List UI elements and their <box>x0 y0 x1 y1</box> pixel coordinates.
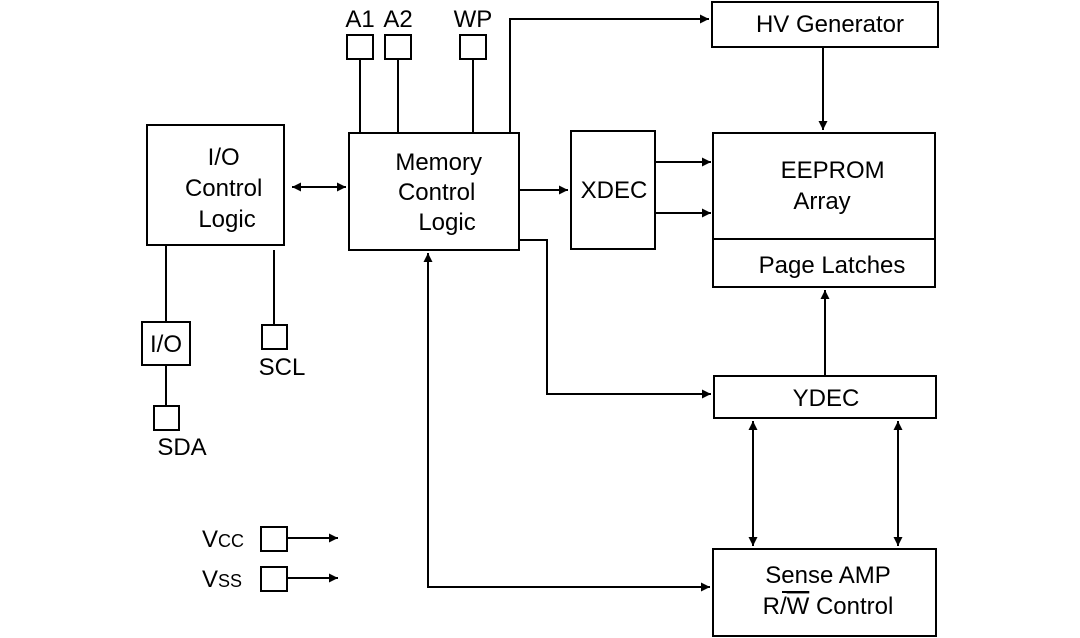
sense-amp-block: Sense AMP R/W Control <box>712 548 937 637</box>
eeprom-array-block: EEPROM Array Page Latches <box>712 132 936 288</box>
pin-scl: SCL <box>259 250 306 381</box>
pin-vss-label: VSS <box>202 566 242 593</box>
pin-scl-label: SCL <box>259 354 306 381</box>
rw-r-part: R/ <box>763 593 787 620</box>
hv-generator-label: HV Generator <box>756 11 904 38</box>
io-control-line2: Control <box>185 175 262 202</box>
xdec-block: XDEC <box>570 130 656 250</box>
svg-text:EEPROM Array: EEPROM Array <box>781 157 892 215</box>
ydec-label: YDEC <box>793 385 860 412</box>
rw-control-line: R/W Control <box>763 593 894 620</box>
pin-sda: SDA <box>153 405 207 461</box>
io-control-logic-block: I/O Control Logic <box>146 124 285 246</box>
memory-to-ydec-arrow <box>519 239 711 399</box>
rw-control-part: Control <box>809 593 893 620</box>
pin-vcc-label: VCC <box>202 526 244 553</box>
svg-text:Memory Control Log: Memory Control Logic <box>395 149 488 236</box>
pin-vcc-v: V <box>202 526 218 553</box>
pin-vss-sub: SS <box>218 571 242 591</box>
io-control-line1: I/O <box>208 144 240 171</box>
pin-vss-v: V <box>202 566 218 593</box>
xdec-label: XDEC <box>581 177 648 204</box>
pin-a1: A1 <box>345 6 375 133</box>
memory-control-line2: Control <box>398 179 475 206</box>
pin-vcc: VCC <box>202 526 338 553</box>
memory-control-logic-block: Memory Control Logic <box>348 132 520 251</box>
pin-io: I/O <box>141 245 191 406</box>
svg-text:I/O Control Logic: I/O Control Logic <box>185 144 269 233</box>
eeprom-line2: Array <box>793 188 850 215</box>
eeprom-line1: EEPROM <box>781 157 885 184</box>
pin-a1-label: A1 <box>345 6 374 33</box>
ydec-block: YDEC <box>713 375 937 419</box>
pin-sda-label: SDA <box>157 434 206 461</box>
memory-control-line1: Memory <box>395 149 482 176</box>
page-latches-label: Page Latches <box>759 252 906 279</box>
pin-io-label: I/O <box>150 331 182 358</box>
pin-wp: WP <box>454 6 493 133</box>
hv-generator-block: HV Generator <box>711 1 939 48</box>
memory-sense-amp-bidir-arrow <box>423 253 710 592</box>
rw-w-overline: W <box>787 593 810 620</box>
pin-vcc-sub: CC <box>218 531 244 551</box>
io-control-line3: Logic <box>198 206 255 233</box>
memory-to-hv-generator-arrow <box>509 14 709 133</box>
pin-a2-label: A2 <box>383 6 412 33</box>
memory-control-line3: Logic <box>418 209 475 236</box>
sense-amp-line1: Sense AMP <box>765 562 890 589</box>
pin-vss: VSS <box>202 566 338 593</box>
pin-wp-label: WP <box>454 6 493 33</box>
pin-a2: A2 <box>383 6 413 133</box>
